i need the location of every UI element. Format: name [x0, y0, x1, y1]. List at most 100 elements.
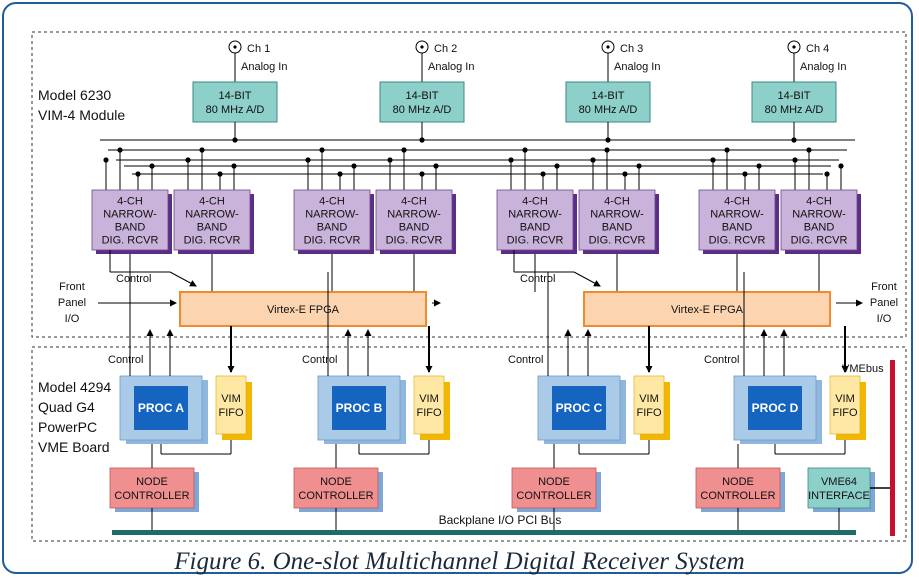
node-controller-label: NODE	[136, 476, 168, 488]
proc-label: PROC A	[138, 401, 185, 415]
receiver-label: DIG. RCVR	[709, 235, 766, 247]
control-label: Control	[520, 273, 555, 285]
receiver-label: BAND	[602, 222, 633, 234]
receiver-label: BAND	[804, 222, 835, 234]
vmebus	[890, 360, 895, 536]
receiver-block	[375, 189, 453, 251]
adc-block	[751, 81, 837, 123]
fifo-label: VIM	[835, 393, 855, 405]
receiver-label: DIG. RCVR	[507, 235, 564, 247]
adc-label: 80 MHz A/D	[765, 104, 824, 116]
receiver-label: 4-CH	[401, 196, 427, 208]
receiver-label: NARROW-	[305, 209, 359, 221]
fifo-label: VIM	[639, 393, 659, 405]
node-controller-label: CONTROLLER	[516, 490, 591, 502]
channel-label: Ch 4	[806, 43, 829, 55]
receiver-label: BAND	[197, 222, 228, 234]
fpga-block	[179, 291, 427, 327]
adc-block	[379, 81, 465, 123]
adc-label: 14-BIT	[218, 90, 251, 102]
receiver-label: 4-CH	[604, 196, 630, 208]
proc-block	[332, 386, 386, 430]
proc-label: PROC B	[336, 401, 383, 415]
fifo-label: VIM	[221, 393, 241, 405]
receiver-label: 4-CH	[522, 196, 548, 208]
vme64-interface-block	[807, 467, 871, 509]
node-controller-label: NODE	[538, 476, 570, 488]
signal-arrow	[573, 271, 601, 287]
adc-label: 14-BIT	[591, 90, 624, 102]
receiver-block	[496, 189, 574, 251]
fifo-block	[633, 375, 665, 435]
node-controller-block	[511, 467, 597, 509]
vmebus-label: VMEbus	[842, 363, 884, 375]
node-controller-label: CONTROLLER	[298, 490, 373, 502]
connector-pin	[606, 45, 610, 49]
receiver-block	[173, 189, 251, 251]
proc-label: PROC C	[556, 401, 603, 415]
receiver-label: BAND	[115, 222, 146, 234]
fpga-label: Virtex-E FPGA	[267, 304, 340, 316]
figure-caption: Figure 6. One-slot Multichannel Digital …	[174, 548, 745, 575]
fifo-label: FIFO	[416, 407, 441, 419]
receiver-block	[698, 189, 776, 251]
receiver-block	[780, 189, 858, 251]
channel-label: Ch 2	[434, 43, 457, 55]
vim-module-label: VIM-4 Module	[38, 107, 125, 123]
receiver-label: DIG. RCVR	[589, 235, 646, 247]
receiver-label: 4-CH	[806, 196, 832, 208]
fifo-label: FIFO	[832, 407, 857, 419]
adc-label: 80 MHz A/D	[579, 104, 638, 116]
receiver-label: 4-CH	[117, 196, 143, 208]
fifo-label: FIFO	[218, 407, 243, 419]
receiver-block	[91, 189, 169, 251]
receiver-label: DIG. RCVR	[184, 235, 241, 247]
control-label: Control	[302, 354, 337, 366]
receiver-block	[293, 189, 371, 251]
junction-dot	[419, 137, 425, 143]
receiver-label: NARROW-	[508, 209, 562, 221]
junction-dot	[824, 171, 830, 177]
node-controller-block	[293, 467, 379, 509]
analog-in-label: Analog In	[428, 61, 474, 73]
node-controller-label: NODE	[722, 476, 754, 488]
receiver-label: 4-CH	[319, 196, 345, 208]
connector-pin	[233, 45, 237, 49]
receiver-label: BAND	[722, 222, 753, 234]
channel-label: Ch 3	[620, 43, 643, 55]
pci-bus-label: Backplane I/O PCI Bus	[439, 513, 562, 527]
node-controller-label: NODE	[320, 476, 352, 488]
receiver-label: DIG. RCVR	[304, 235, 361, 247]
receiver-label: DIG. RCVR	[102, 235, 159, 247]
analog-in-label: Analog In	[800, 61, 846, 73]
fifo-label: VIM	[419, 393, 439, 405]
receiver-label: NARROW-	[710, 209, 764, 221]
receiver-label: BAND	[520, 222, 551, 234]
adc-label: 14-BIT	[405, 90, 438, 102]
receiver-label: 4-CH	[724, 196, 750, 208]
junction-dot	[791, 137, 797, 143]
adc-label: 80 MHz A/D	[393, 104, 452, 116]
receiver-label: NARROW-	[590, 209, 644, 221]
receiver-label: NARROW-	[792, 209, 846, 221]
proc-label: PROC D	[752, 401, 799, 415]
proc-block	[134, 386, 188, 430]
control-label: Control	[508, 354, 543, 366]
fifo-block	[829, 375, 861, 435]
control-label: Control	[108, 354, 143, 366]
proc-block	[748, 386, 802, 430]
channel-label: Ch 1	[247, 43, 270, 55]
node-controller-label: CONTROLLER	[114, 490, 189, 502]
analog-in-label: Analog In	[241, 61, 287, 73]
adc-block	[192, 81, 278, 123]
receiver-label: NARROW-	[103, 209, 157, 221]
receiver-block	[578, 189, 656, 251]
receiver-label: BAND	[399, 222, 430, 234]
fifo-block	[413, 375, 445, 435]
junction-dot	[838, 163, 844, 169]
signal-arrow	[169, 271, 197, 287]
adc-block	[565, 81, 651, 123]
control-label: Control	[704, 354, 739, 366]
proc-block	[552, 386, 606, 430]
